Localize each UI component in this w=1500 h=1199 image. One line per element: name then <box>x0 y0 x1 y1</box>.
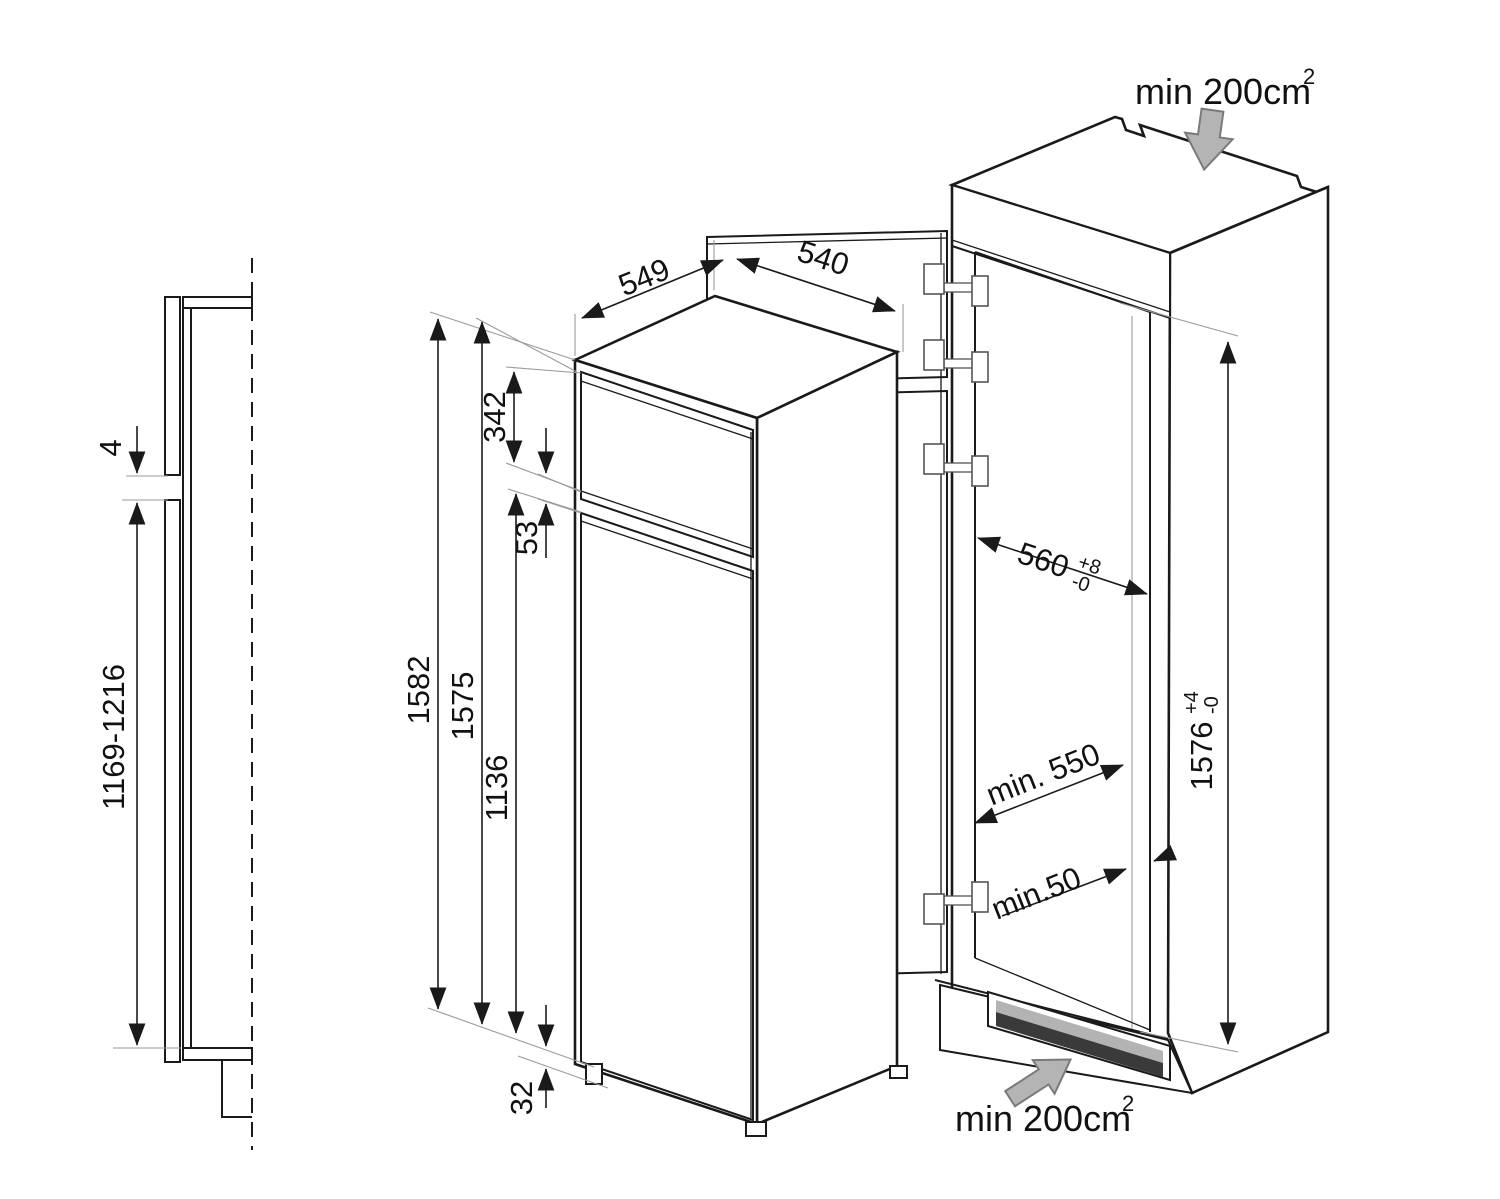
appliance <box>571 294 908 1137</box>
dim-label-niche-height-tol-plus: +4 <box>1181 691 1203 714</box>
dim-label-fridge-door: 1136 <box>479 755 514 822</box>
dim-label-niche-width: 560 <box>1013 535 1073 585</box>
housing-cabinet <box>934 115 1330 1095</box>
dim-label-niche-width-tol-minus: -0 <box>1069 570 1093 597</box>
appliance-foot <box>585 1063 603 1085</box>
side-view-bottom-panel <box>182 1047 253 1061</box>
dim-line-rear-gap-counter <box>1153 844 1178 862</box>
side-view-plinth-recess <box>221 1060 252 1118</box>
dim-label-niche-width-group: 560 +8 -0 <box>1013 535 1103 597</box>
side-view-top-panel <box>182 296 253 309</box>
hinge-bar <box>943 358 975 369</box>
dim-label-door-gap: 53 <box>509 521 544 555</box>
appliance-side-face <box>755 349 899 1126</box>
niche-floor-edge <box>974 957 1151 1031</box>
vent-top-label-sup: 2 <box>1303 64 1315 89</box>
side-view-lower-door <box>164 499 181 1063</box>
dim-label-depth: 549 <box>614 251 675 303</box>
niche-top-edge <box>974 251 1151 313</box>
dim-line-rear-gap <box>1001 868 1127 917</box>
dim-label-rear-gap: min.50 <box>986 860 1085 927</box>
cabinet-side-face <box>1166 185 1330 1095</box>
dim-label-plinth: 32 <box>504 1081 539 1115</box>
dim-label-niche-depth: min. 550 <box>981 736 1104 812</box>
dim-label-height-total: 1582 <box>401 656 436 725</box>
vent-slot-face <box>996 1000 1163 1063</box>
side-view: 4 1169-1216 <box>93 258 253 1150</box>
hinge-plate-door <box>923 339 945 371</box>
door-hinges <box>923 263 989 925</box>
vent-top-label: min 200cm <box>1135 71 1311 112</box>
hinge-bar <box>943 282 975 293</box>
dim-label-door-gap: 4 <box>93 439 128 456</box>
hinge-plate-jamb <box>971 275 989 307</box>
hinge-plate-jamb <box>971 455 989 487</box>
dim-label-niche-height-group: 1576 +4 -0 <box>1181 691 1223 790</box>
vent-top-arrow-icon <box>1183 107 1235 172</box>
appliance-foot <box>889 1065 908 1079</box>
fridge-door <box>580 511 754 1122</box>
hinge-bar <box>943 462 975 473</box>
hinge-plate-door <box>923 893 945 925</box>
vent-bottom-label: min 200cm <box>955 1098 1131 1139</box>
hinge-bar <box>943 895 975 906</box>
hinge-plate-door <box>923 443 945 475</box>
appliance-foot <box>745 1121 767 1137</box>
ventilation-bottom: min 200cm 2 <box>955 1058 1134 1139</box>
dim-line-width <box>736 257 896 313</box>
hinge-plate-door <box>923 263 945 295</box>
freezer-door <box>580 370 754 559</box>
vent-bottom-label-sup: 2 <box>1122 1091 1134 1116</box>
hinge-plate-jamb <box>971 351 989 383</box>
hinge-plate-jamb <box>971 881 989 913</box>
vent-bottom-arrow-icon <box>1003 1058 1073 1108</box>
side-view-upper-door <box>164 296 181 476</box>
dim-label-height-front: 1575 <box>445 672 480 741</box>
dim-line-depth <box>581 259 724 319</box>
vent-slot-opening <box>996 1012 1163 1077</box>
dim-line-niche-width <box>977 536 1148 596</box>
dim-label-freezer-door: 342 <box>477 391 512 443</box>
dim-label-height-range: 1169-1216 <box>96 664 131 810</box>
dim-line-niche-depth <box>974 764 1124 824</box>
dim-label-niche-height: 1576 <box>1184 722 1219 791</box>
dim-label-niche-height-tol-minus: -0 <box>1201 696 1223 714</box>
ventilation-top: min 200cm 2 <box>1135 64 1315 172</box>
